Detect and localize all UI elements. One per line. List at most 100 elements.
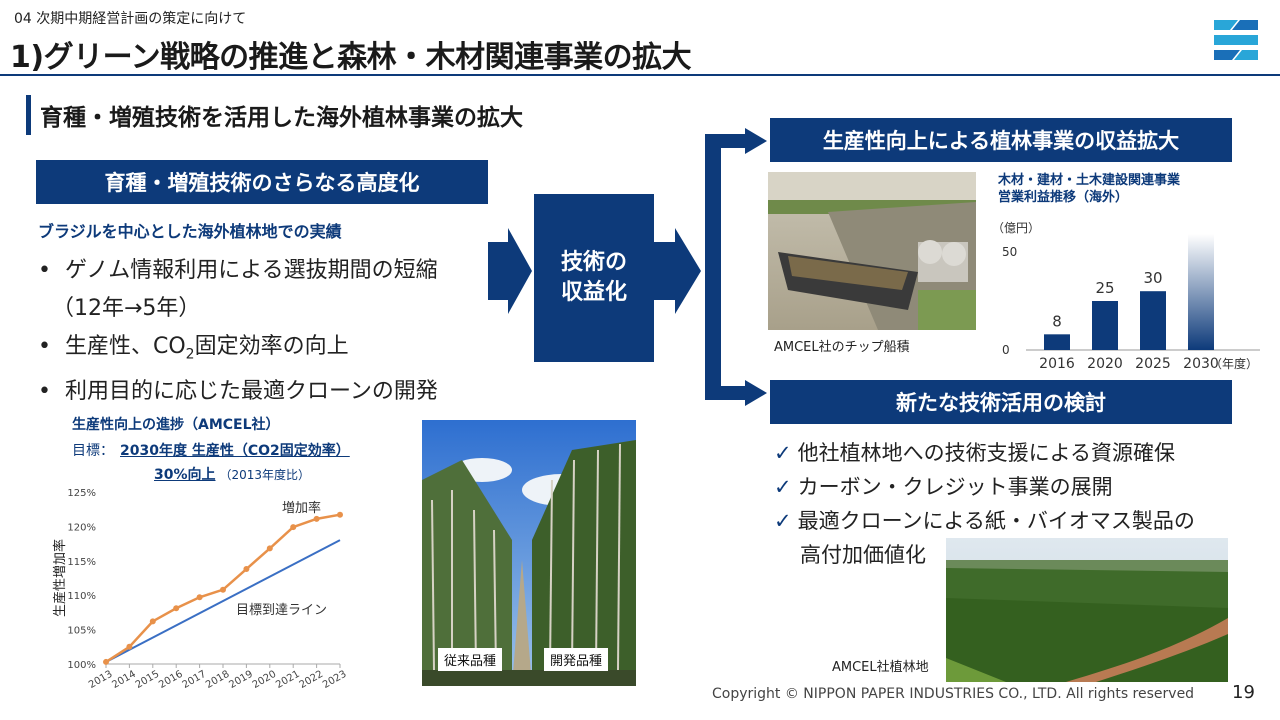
data-point bbox=[103, 658, 109, 665]
x-tick-label: 2017 bbox=[181, 669, 209, 691]
bar bbox=[1044, 334, 1070, 350]
target-text: 2030年度 生産性（CO2固定効率） bbox=[120, 443, 350, 459]
photo-caption: 開発品種 bbox=[544, 648, 609, 671]
bar-chart-title: 木材・建材・土木建設関連事業 営業利益推移（海外） bbox=[998, 172, 1180, 206]
data-point bbox=[220, 586, 226, 593]
y-tick-label: 105% bbox=[67, 626, 96, 637]
y-tick-label: 50 bbox=[1002, 245, 1017, 259]
data-point bbox=[290, 524, 297, 531]
check-item: ✓他社植林地への技術支援による資源確保 bbox=[774, 436, 1195, 470]
title-divider bbox=[0, 74, 1280, 76]
check-text: 最適クローンによる紙・バイオマス製品の bbox=[797, 509, 1195, 533]
target-line bbox=[105, 539, 341, 663]
left-box-heading: 育種・増殖技術のさらなる高度化 bbox=[36, 160, 488, 204]
photo-caption: 従来品種 bbox=[438, 648, 503, 671]
photo-caption: AMCEL社植林地 bbox=[832, 660, 929, 675]
subheading: 育種・増殖技術を活用した海外植林事業の拡大 bbox=[40, 105, 523, 131]
check-item: ✓最適クローンによる紙・バイオマス製品の bbox=[774, 504, 1195, 538]
ship-loading-photo bbox=[768, 172, 976, 330]
data-point bbox=[196, 594, 203, 601]
bar-value-label: 8 bbox=[1052, 312, 1062, 330]
subheading-marker bbox=[26, 95, 31, 135]
data-point bbox=[337, 511, 343, 518]
check-icon: ✓ bbox=[774, 509, 792, 533]
bullet-item: • 利用目的に応じた最適クローンの開発 bbox=[38, 379, 438, 405]
y-tick-label: 125% bbox=[67, 488, 96, 499]
double-arrow-icon bbox=[488, 228, 532, 314]
bar-chart-title-line: 営業利益推移（海外） bbox=[998, 190, 1129, 205]
bar-chart-title-line: 木材・建材・土木建設関連事業 bbox=[998, 173, 1181, 188]
center-box-line: 技術の bbox=[560, 250, 627, 275]
target-line-2: 30%向上（2013年度比） bbox=[154, 464, 310, 484]
series-label: 増加率 bbox=[282, 500, 321, 516]
data-point bbox=[173, 605, 180, 612]
x-tick-label: 2023 bbox=[321, 669, 349, 691]
bullet-item: • ゲノム情報利用による選抜期間の短縮 bbox=[38, 258, 438, 283]
forest-comparison-photo bbox=[422, 420, 636, 686]
y-tick-label: 0 bbox=[1002, 343, 1010, 357]
bullet-list: • ゲノム情報利用による選抜期間の短縮 （12年→5年） • 生産性、CO2固定… bbox=[38, 252, 438, 411]
y-tick-label: 110% bbox=[67, 591, 96, 602]
target-label: 目標： bbox=[72, 443, 114, 459]
bullet-continuation: （12年→5年） bbox=[38, 290, 438, 328]
check-list: ✓他社植林地への技術支援による資源確保 ✓カーボン・クレジット事業の展開 ✓最適… bbox=[774, 436, 1195, 572]
check-text: カーボン・クレジット事業の展開 bbox=[797, 475, 1113, 499]
photo-caption: AMCEL社のチップ船積 bbox=[774, 340, 910, 355]
x-tick-label: 2016 bbox=[157, 669, 185, 691]
bar-target bbox=[1188, 234, 1214, 350]
x-tick-label: 2015 bbox=[134, 669, 162, 691]
plantation-photo bbox=[946, 538, 1228, 682]
x-tick-label: 2025 bbox=[1135, 356, 1171, 372]
subscript: 2 bbox=[185, 346, 195, 363]
data-point bbox=[149, 618, 156, 625]
bar bbox=[1092, 301, 1118, 350]
data-point bbox=[266, 545, 273, 552]
y-tick-label: 115% bbox=[67, 557, 96, 568]
y-axis-label: 生産性増加率 bbox=[52, 539, 68, 617]
y-tick-label: 100% bbox=[67, 660, 96, 671]
left-box-subtitle: ブラジルを中心とした海外植林地での実績 bbox=[38, 222, 342, 241]
check-icon: ✓ bbox=[774, 475, 792, 499]
bullet-text: 利用目的に応じた最適クローンの開発 bbox=[64, 379, 438, 405]
bullet-text: 固定効率の向上 bbox=[194, 334, 349, 359]
y-unit-label: （億円） bbox=[992, 221, 1040, 235]
data-point bbox=[243, 566, 250, 573]
target-line-1: 目標： 2030年度 生産性（CO2固定効率） bbox=[72, 440, 350, 460]
x-tick-label: 2018 bbox=[204, 669, 232, 691]
x-tick-label: 2020 bbox=[1087, 356, 1123, 372]
productivity-line-chart: 100% 105% 110% 115% 120% 125% 2013201420152016… bbox=[52, 488, 349, 691]
bar-value-label: 30 bbox=[1143, 269, 1162, 287]
page-title: 1)グリーン戦略の推進と森林・木材関連事業の拡大 bbox=[10, 40, 692, 75]
center-box: 技術の収益化 bbox=[534, 194, 654, 362]
bullet-text: 生産性、CO bbox=[64, 334, 186, 359]
target-line-label: 目標到達ライン bbox=[236, 603, 327, 618]
bar bbox=[1140, 291, 1166, 350]
x-tick-label: 2016 bbox=[1039, 356, 1075, 372]
target-note: （2013年度比） bbox=[219, 468, 311, 482]
data-point bbox=[313, 515, 320, 522]
section-label: 04 次期中期経営計画の策定に向けて bbox=[14, 11, 247, 27]
x-tick-label: 2014 bbox=[110, 669, 138, 691]
x-tick-label: 2030 bbox=[1183, 356, 1219, 372]
x-unit-label: （年度） bbox=[1210, 356, 1258, 371]
check-text: 高付加価値化 bbox=[800, 543, 926, 567]
check-item-continuation: 高付加価値化 bbox=[774, 538, 1195, 572]
x-tick-label: 2022 bbox=[298, 669, 326, 691]
bullet-text: ゲノム情報利用による選抜期間の短縮 bbox=[64, 258, 438, 283]
x-tick-label: 2021 bbox=[274, 669, 302, 691]
double-arrow-icon bbox=[653, 228, 701, 314]
target-text: 30%向上 bbox=[154, 467, 216, 483]
copyright: Copyright © NIPPON PAPER INDUSTRIES CO.,… bbox=[712, 686, 1195, 702]
bullet-item: • 生産性、CO2固定効率の向上 bbox=[38, 334, 349, 363]
right-top-heading: 生産性向上による植林事業の収益拡大 bbox=[770, 118, 1232, 162]
profit-bar-chart: （億円） 50 0 8 2016 25 2020 30 2025 2030（年度） bbox=[992, 221, 1260, 372]
check-icon: ✓ bbox=[774, 441, 792, 465]
y-tick-label: 120% bbox=[67, 522, 96, 533]
company-logo-icon bbox=[1214, 20, 1258, 60]
check-text: 他社植林地への技術支援による資源確保 bbox=[797, 441, 1175, 465]
bar-value-label: 25 bbox=[1095, 279, 1114, 297]
center-box-line: 収益化 bbox=[560, 280, 627, 305]
check-item: ✓カーボン・クレジット事業の展開 bbox=[774, 470, 1195, 504]
x-tick-label: 2013 bbox=[87, 669, 115, 691]
right-bottom-heading: 新たな技術活用の検討 bbox=[770, 380, 1232, 424]
